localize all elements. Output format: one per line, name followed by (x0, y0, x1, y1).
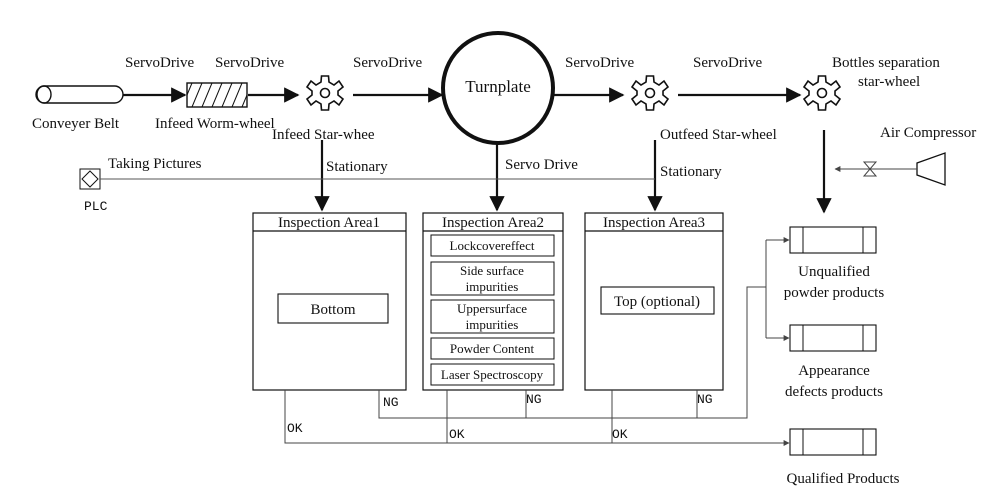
servo-drive-label-1: ServoDrive (125, 55, 194, 71)
outfeed-star-wheel-label: Outfeed Star-wheel (660, 127, 777, 143)
inspection-area-1-title: Inspection Area1 (278, 215, 380, 231)
area2-item-side-surface-1: Side surface (460, 263, 524, 278)
servo-drive-label-5: ServoDrive (693, 55, 762, 71)
ng-label-area1: NG (383, 395, 399, 410)
bottom-inspection-label: Bottom (310, 302, 355, 318)
taking-pictures-label: Taking Pictures (108, 156, 202, 172)
servo-drive-label-3: ServoDrive (353, 55, 422, 71)
ng-routing-lines (378, 240, 767, 419)
appearance-label-2: defects products (785, 384, 883, 400)
air-compressor-icon (916, 152, 946, 186)
top-inspection-label: Top (optional) (614, 294, 700, 310)
stationary-label-1: Stationary (326, 159, 388, 175)
area2-item-upper-surface-2: impurities (466, 317, 519, 332)
qualified-label: Qualified Products (787, 471, 900, 487)
unqualified-label-2: powder products (784, 285, 885, 301)
infeed-worm-wheel-icon (186, 82, 248, 108)
ok-label-area2: OK (449, 427, 465, 442)
area2-item-laser-spectroscopy: Laser Spectroscopy (441, 367, 544, 382)
area2-item-side-surface-2: impurities (466, 279, 519, 294)
bottom-inspection-box (277, 293, 389, 324)
inspection-area-2: Inspection Area2 Lockcovereffect Side su… (422, 212, 564, 391)
unqualified-label-1: Unqualified (798, 264, 870, 280)
turnplate-label: Turnplate (465, 77, 531, 96)
servo-drive-label-4: ServoDrive (565, 55, 634, 71)
bottles-separation-label-1: Bottles separation (832, 55, 940, 71)
infeed-star-wheel-gear-icon (306, 75, 344, 111)
conveyer-belt-icon (35, 85, 124, 104)
appearance-bin-icon (789, 324, 877, 352)
ok-routing-lines (284, 390, 789, 444)
bottles-separation-label-2: star-wheel (858, 74, 920, 90)
appearance-label-1: Appearance (798, 363, 870, 379)
infeed-worm-wheel-label: Infeed Worm-wheel (155, 116, 275, 132)
plc-icon (79, 168, 101, 190)
air-compressor-label: Air Compressor (880, 125, 976, 141)
inspection-area-1: Inspection Area1 Bottom (252, 212, 407, 391)
top-inspection-box (600, 286, 715, 315)
conveyer-belt-label: Conveyer Belt (32, 116, 120, 132)
plc-label: PLC (84, 199, 108, 214)
stationary-label-2: Stationary (660, 164, 722, 180)
ok-label-area1: OK (287, 421, 303, 436)
inspection-area-3: Inspection Area3 Top (optional) (584, 212, 724, 391)
servo-drive-mid-label: Servo Drive (505, 157, 578, 173)
area2-item-upper-surface-1: Uppersurface (457, 301, 527, 316)
ng-label-area2: NG (526, 392, 542, 407)
separation-star-wheel-gear-icon (803, 75, 841, 111)
infeed-star-wheel-label: Infeed Star-whee (272, 127, 375, 143)
area2-item-powder-content: Powder Content (450, 341, 535, 356)
ok-label-area3: OK (612, 427, 628, 442)
inspection-area-3-title: Inspection Area3 (603, 215, 705, 231)
ng-label-area3: NG (697, 392, 713, 407)
qualified-bin-icon (789, 428, 877, 456)
area2-item-lockcover: Lockcovereffect (450, 238, 535, 253)
inspection-area-2-title: Inspection Area2 (442, 215, 544, 231)
unqualified-bin-icon (789, 226, 877, 254)
servo-drive-label-2: ServoDrive (215, 55, 284, 71)
outfeed-star-wheel-gear-icon (631, 75, 669, 111)
